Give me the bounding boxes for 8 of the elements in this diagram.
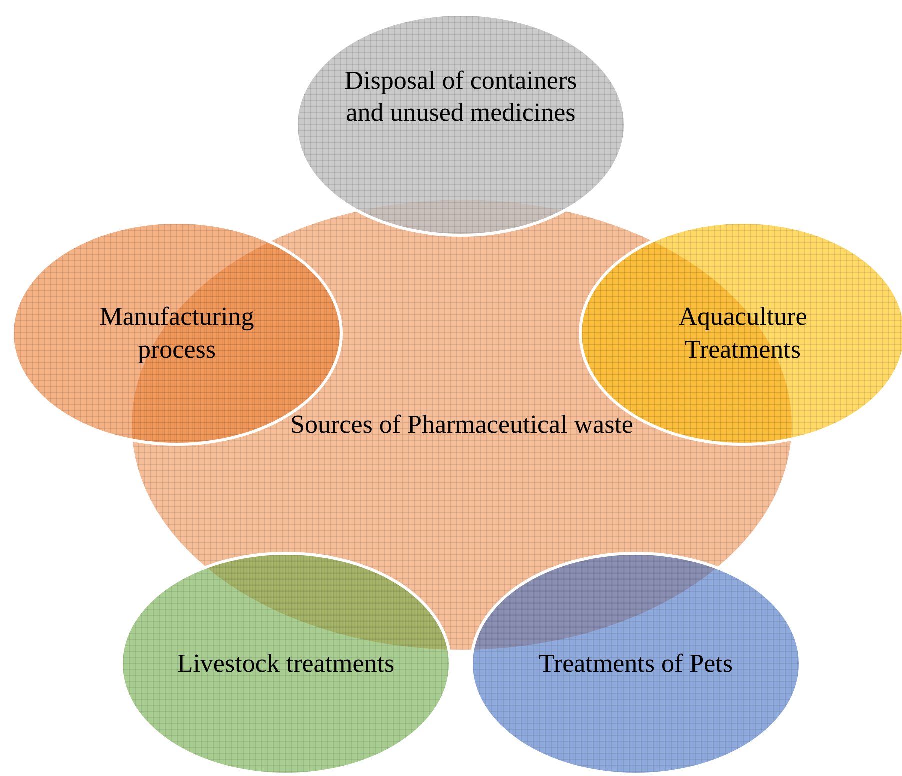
node-label: Disposal of containers and unused medicines [344,64,578,129]
source-ellipse [470,552,802,776]
node-label: Sources of Pharmaceutical waste [290,408,634,441]
node-label: Livestock treatments [176,648,396,680]
node-label: Treatments of Pets [538,648,734,680]
source-ellipse [120,552,452,776]
node-label: Manufacturing process [98,301,256,366]
node-label: Aquaculture Treatments [678,301,808,366]
